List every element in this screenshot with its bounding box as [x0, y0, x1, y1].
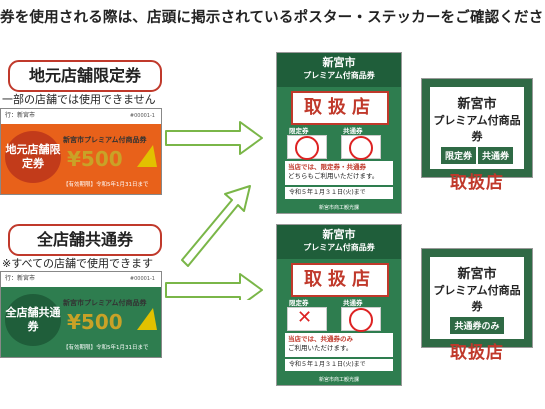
poster-handling-store: 取扱店 [291, 91, 389, 125]
sticker-premium: プレミアム付商品券 [433, 284, 521, 313]
sticker-tag-common-only: 共通券のみ [450, 317, 504, 334]
arrow-diagonal-icon [181, 185, 251, 267]
arrow-right-top-icon [165, 121, 263, 155]
ticket-code: #00001-1 [129, 113, 155, 119]
ticket-issuer: 行：新宮市 [5, 112, 36, 119]
sticker-city: 新宮市 [457, 267, 497, 282]
sticker-inner: 新宮市 プレミアム付商品券 限定券共通券 取扱店 [430, 87, 524, 193]
bird-icon [137, 308, 157, 330]
arrows [165, 121, 263, 300]
poster-message: 当店では、限定券・共通券 どちらもご利用いただけます。 [285, 161, 393, 185]
bird-icon [137, 145, 157, 167]
poster-city: 新宮市 [322, 228, 356, 241]
ok-circle-icon [295, 136, 319, 160]
poster-tag-limited: 限定券 [289, 299, 309, 307]
sticker-tag-limited: 限定券 [440, 147, 476, 164]
sticker-inner: 新宮市 プレミアム付商品券 共通券のみ 取扱店 [430, 257, 524, 363]
poster-expiry: 令和５年１月３１日(火)まで [285, 359, 393, 371]
local-voucher-note: 一部の店舗では使用できません [2, 93, 156, 106]
poster-footer: 新宮市商工観光課 [318, 377, 359, 383]
poster-tag-common: 共通券 [343, 127, 363, 135]
sticker-premium: プレミアム付商品券 [433, 114, 521, 143]
sticker-city: 新宮市 [457, 97, 497, 112]
sticker-handling-store: 取扱店 [450, 343, 504, 363]
common-voucher-note: ※すべての店舗で使用できます [2, 257, 154, 270]
poster-line-1: 当店では、共通券のみ [288, 335, 353, 343]
poster-line-2: ご利用いただけます。 [288, 344, 353, 352]
poster-header: 新宮市 プレミアム付商品券 [277, 225, 401, 259]
common-voucher-ticket: 行：新宮市 #00001-1 全店舗共通券 新宮市プレミアム付商品券 ¥500 … [0, 271, 162, 358]
poster-premium: プレミアム付商品券 [303, 71, 375, 80]
ticket-chip: 地元店舗限定券 [5, 131, 61, 183]
arrow-right-bottom-icon [165, 273, 263, 300]
sticker-handling-store: 取扱店 [450, 173, 504, 193]
local-voucher-ticket: 行：新宮市 #00001-1 地元店舗限定券 新宮市プレミアム付商品券 ¥500… [0, 108, 162, 195]
poster-tag-limited: 限定券 [289, 127, 309, 135]
poster-header: 新宮市 プレミアム付商品券 [277, 53, 401, 87]
ticket-code: #00001-1 [129, 276, 155, 282]
poster-tag-common: 共通券 [343, 299, 363, 307]
poster-both-vouchers: 新宮市 プレミアム付商品券 取扱店 限定券 共通券 当店では、限定券・共通券 ど… [276, 52, 402, 214]
poster-premium: プレミアム付商品券 [303, 243, 375, 252]
poster-footer: 新宮市商工観光課 [318, 205, 359, 211]
poster-line-1: 当店では、限定券・共通券 [288, 163, 366, 171]
ticket-issuer: 行：新宮市 [5, 275, 36, 282]
headline: 券を使用される際は、店頭に掲示されているポスター・ステッカーをご確認くださ [0, 10, 544, 26]
mini-ticket-icon [287, 307, 327, 331]
sticker-common-only: 新宮市 プレミアム付商品券 共通券のみ 取扱店 [421, 248, 533, 363]
ticket-amount: ¥500 [67, 147, 123, 171]
poster-common-only: 新宮市 プレミアム付商品券 取扱店 限定券 共通券 ✕ 当店では、共通券のみ ご… [276, 224, 402, 386]
poster-expiry: 令和５年１月３１日(火)まで [285, 187, 393, 199]
ticket-chip: 全店舗共通券 [5, 294, 61, 346]
x-mark-icon: ✕ [297, 307, 313, 328]
sticker-both-vouchers: 新宮市 プレミアム付商品券 限定券共通券 取扱店 [421, 78, 533, 193]
poster-message: 当店では、共通券のみ ご利用いただけます。 [285, 333, 393, 357]
ticket-title: 新宮市プレミアム付商品券 [63, 299, 147, 307]
poster-handling-store: 取扱店 [291, 263, 389, 297]
ok-circle-icon [349, 136, 373, 160]
ok-circle-icon [349, 308, 373, 332]
poster-line-2: どちらもご利用いただけます。 [288, 172, 379, 180]
ticket-expiry: 【有効期限】令和5年1月31日まで [63, 182, 149, 188]
ticket-title: 新宮市プレミアム付商品券 [63, 136, 147, 144]
poster-city: 新宮市 [322, 56, 356, 69]
sticker-tag-common: 共通券 [478, 147, 514, 164]
common-voucher-label: 全店舗共通券 [8, 224, 162, 256]
ticket-amount: ¥500 [67, 310, 123, 334]
ticket-expiry: 【有効期限】令和5年1月31日まで [63, 345, 149, 351]
local-voucher-label: 地元店舗限定券 [8, 60, 162, 92]
